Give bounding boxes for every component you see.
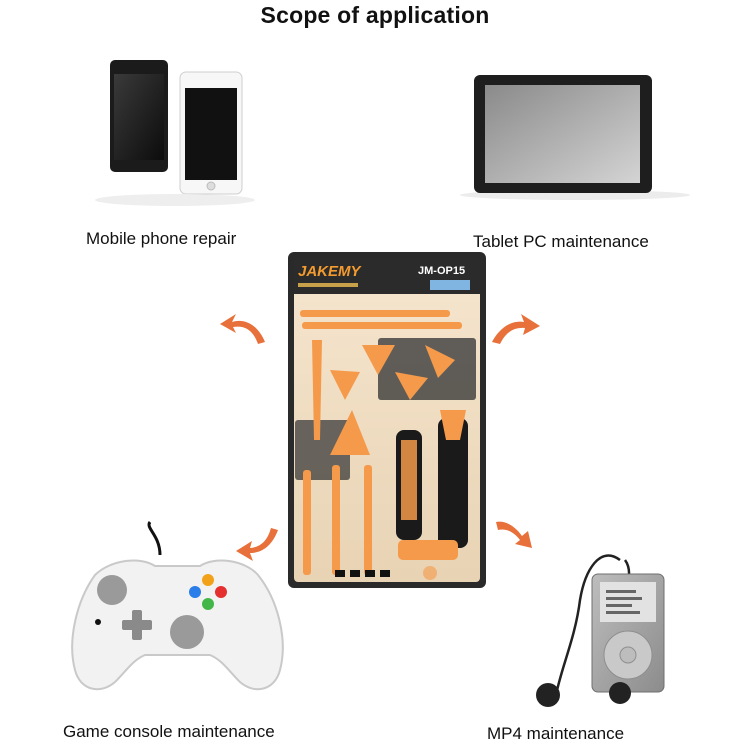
package-model: JM-OP15 — [418, 265, 465, 277]
arrow-icon — [220, 314, 540, 561]
page-title: Scope of application — [260, 2, 490, 28]
caption-game: Game console maintenance — [63, 722, 275, 741]
phone-icon — [95, 60, 255, 206]
tool-package: JAKEMY JM-OP15 — [288, 252, 486, 588]
tablet-icon — [460, 75, 690, 200]
caption-mobile: Mobile phone repair — [86, 229, 237, 248]
caption-mp4: MP4 maintenance — [487, 724, 625, 743]
package-brand: JAKEMY — [298, 263, 363, 280]
caption-tablet: Tablet PC maintenance — [473, 232, 649, 251]
mp4-player-icon — [536, 554, 665, 707]
game-controller-icon — [71, 521, 284, 691]
